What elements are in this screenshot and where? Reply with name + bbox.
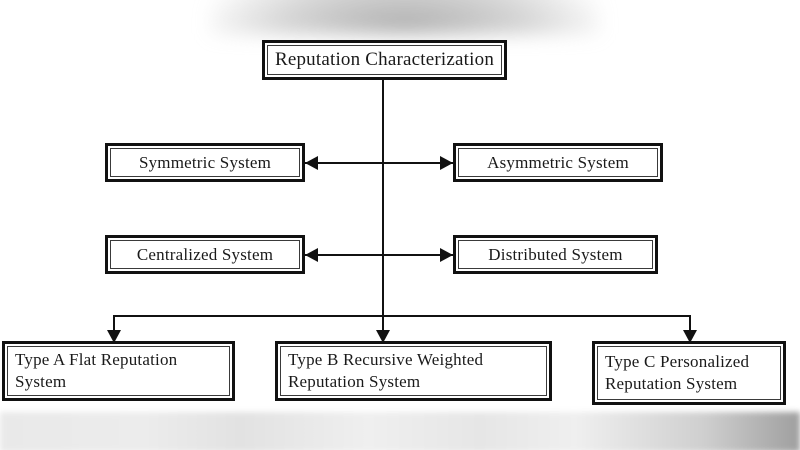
type-a-arrowhead — [107, 330, 121, 343]
node-body: Type A Flat Reputation System — [7, 346, 230, 396]
node-body: Type C Personalized Reputation System — [597, 346, 781, 400]
node-symmetric-system[interactable]: Symmetric System — [105, 143, 305, 182]
node-distributed-system[interactable]: Distributed System — [453, 235, 658, 274]
pair-2-left-arrowhead — [305, 248, 318, 262]
trunk-vertical-line — [382, 80, 384, 332]
node-body: Reputation Characterization — [267, 45, 502, 75]
node-body: Centralized System — [110, 240, 300, 269]
node-body: Symmetric System — [110, 148, 300, 177]
pair-2-connector-line — [305, 254, 453, 256]
type-c-arrowhead — [683, 330, 697, 343]
node-type-c[interactable]: Type C Personalized Reputation System — [592, 341, 786, 405]
type-bus-line — [113, 315, 691, 317]
pair-1-left-arrowhead — [305, 156, 318, 170]
pair-2-right-arrowhead — [440, 248, 453, 262]
node-reputation-characterization[interactable]: Reputation Characterization — [262, 40, 507, 80]
node-asymmetric-system[interactable]: Asymmetric System — [453, 143, 663, 182]
node-centralized-system[interactable]: Centralized System — [105, 235, 305, 274]
node-label: Distributed System — [488, 244, 623, 264]
bottom-blur-artifact — [0, 412, 800, 450]
node-type-b[interactable]: Type B Recursive Weighted Reputation Sys… — [275, 341, 552, 401]
type-b-arrowhead — [376, 330, 390, 343]
pair-1-right-arrowhead — [440, 156, 453, 170]
node-label: Reputation Characterization — [274, 48, 495, 70]
node-body: Type B Recursive Weighted Reputation Sys… — [280, 346, 547, 396]
node-label: Type C Personalized Reputation System — [605, 352, 750, 393]
node-label: Asymmetric System — [487, 152, 629, 172]
node-label: Centralized System — [136, 244, 274, 264]
type-c-drop-line — [689, 315, 691, 333]
node-body: Distributed System — [458, 240, 653, 269]
node-body: Asymmetric System — [458, 148, 658, 177]
node-label: Type B Recursive Weighted Reputation Sys… — [288, 350, 484, 391]
node-type-a[interactable]: Type A Flat Reputation System — [2, 341, 235, 401]
node-label: Type A Flat Reputation System — [15, 350, 178, 391]
type-a-drop-line — [113, 315, 115, 333]
top-blur-artifact — [210, 0, 600, 34]
pair-1-connector-line — [305, 162, 453, 164]
node-label: Symmetric System — [138, 152, 272, 172]
